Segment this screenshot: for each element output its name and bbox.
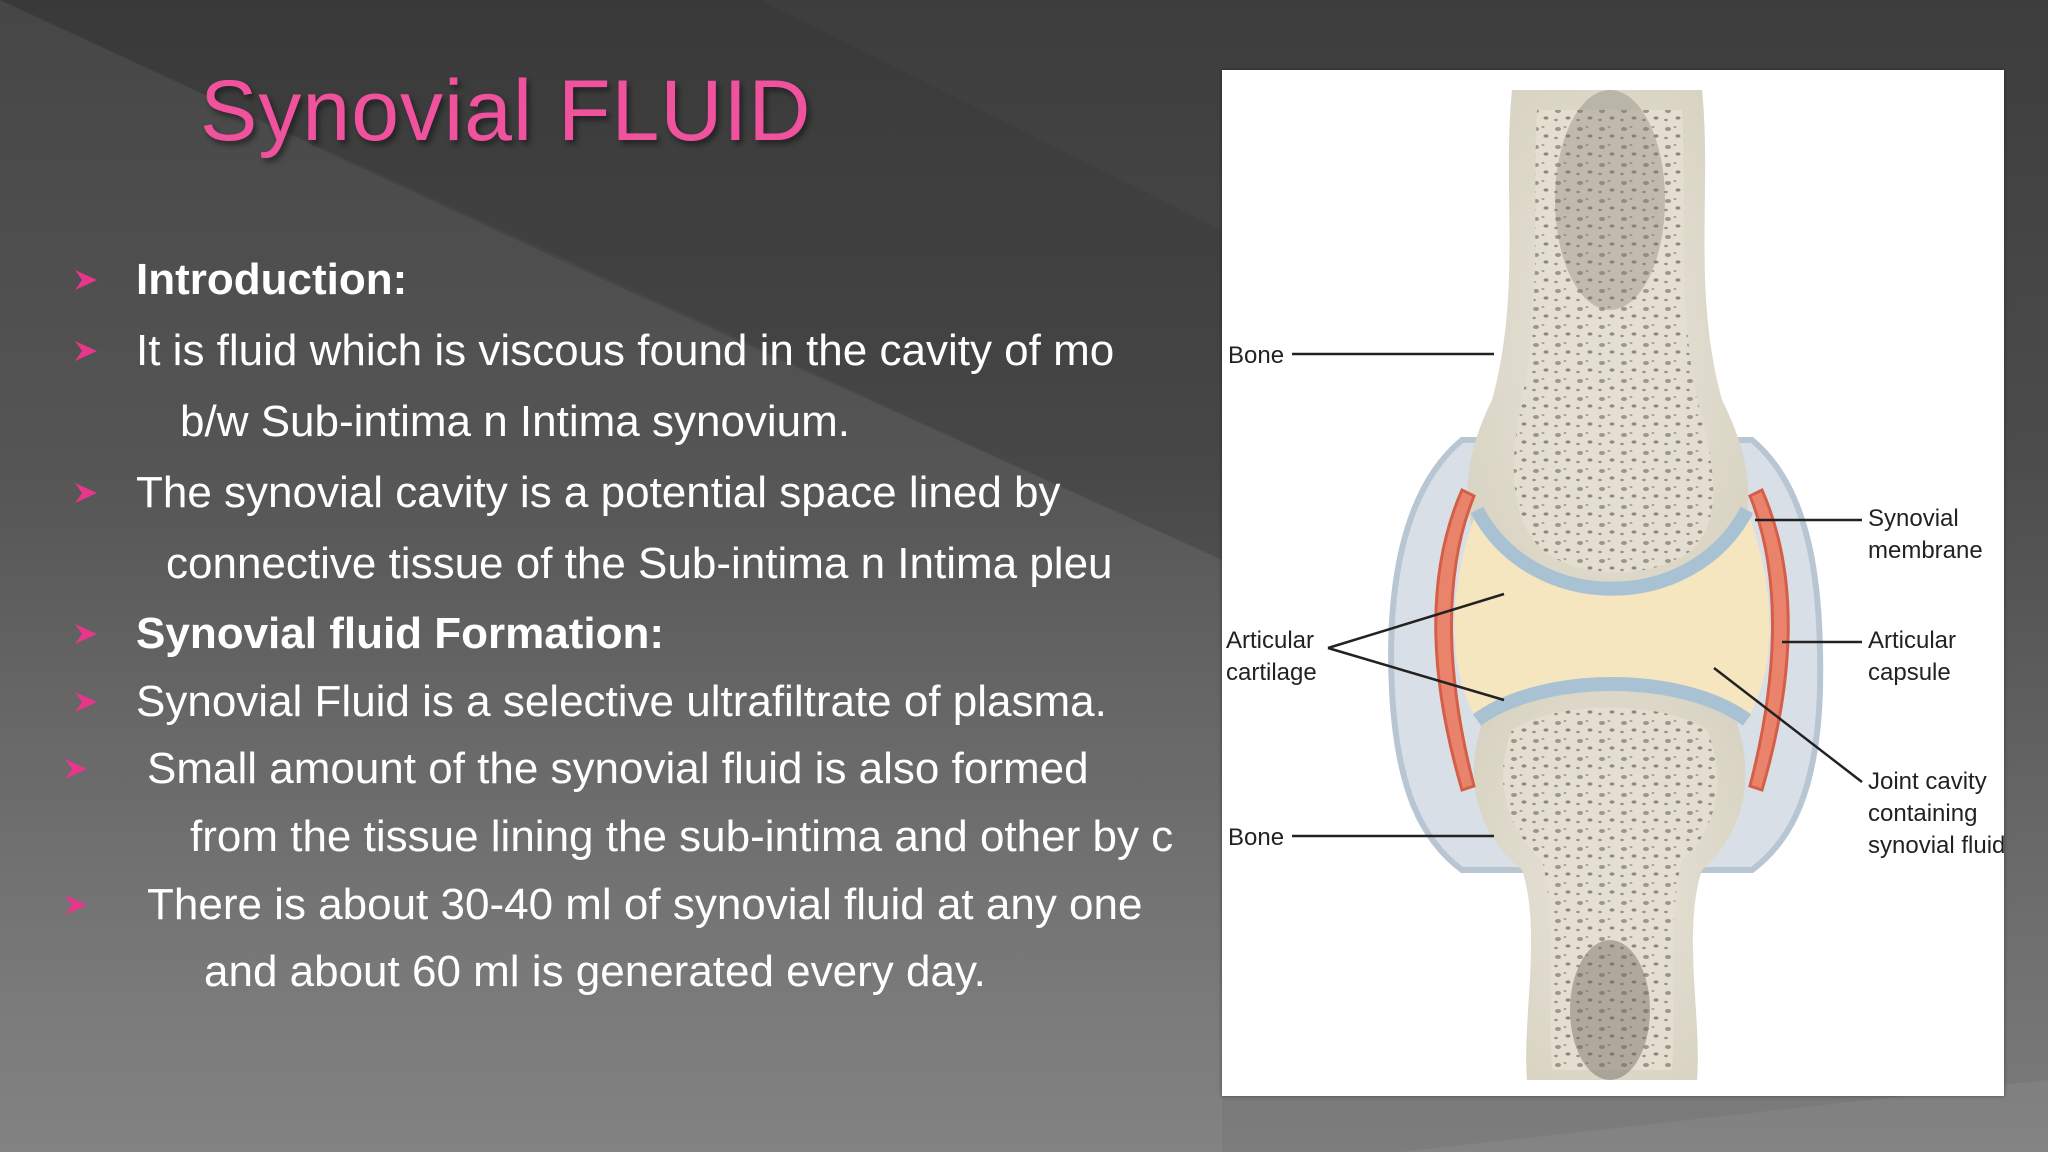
arrowhead-bullet-icon: [65, 895, 87, 915]
bullet-item: Small amount of the synovial fluid is al…: [147, 744, 1089, 793]
label-synovial-membrane-2: membrane: [1868, 537, 1983, 564]
label-bone-top: Bone: [1228, 342, 1285, 369]
slide-title: Synovial FLUID: [200, 63, 812, 159]
bullet-item: Synovial Fluid is a selective ultrafiltr…: [136, 677, 1107, 726]
label-synovial-membrane-1: Synovial: [1868, 505, 1959, 532]
bullet-item: Synovial fluid Formation:: [136, 609, 665, 658]
arrowhead-bullet-icon: [75, 341, 97, 361]
arrowhead-bullet-icon: [75, 270, 97, 290]
label-articular-capsule-1: Articular: [1868, 627, 1957, 654]
bullet-item-continuation: b/w Sub-intima n Intima synovium.: [180, 397, 851, 446]
bullet-item: There is about 30-40 ml of synovial flui…: [147, 880, 1143, 929]
label-joint-cavity-2: containing: [1868, 800, 1978, 827]
label-joint-cavity-1: Joint cavity: [1868, 768, 1987, 795]
joint-illustration: [1292, 90, 1863, 1080]
bullet-item-continuation: connective tissue of the Sub-intima n In…: [166, 539, 1113, 588]
arrowhead-bullet-icon: [75, 483, 97, 503]
label-joint-cavity-3: synovial fluid: [1868, 832, 2006, 859]
bullet-item: It is fluid which is viscous found in th…: [136, 326, 1115, 375]
bullet-item-continuation: and about 60 ml is generated every day.: [204, 947, 986, 996]
label-bone-bottom: Bone: [1228, 824, 1285, 851]
bullet-item-continuation: from the tissue lining the sub-intima an…: [190, 812, 1174, 861]
label-articular-capsule-2: capsule: [1868, 659, 1951, 686]
bullet-item: Introduction:: [136, 255, 408, 304]
label-articular-cartilage-2: cartilage: [1226, 659, 1317, 686]
label-articular-cartilage-1: Articular: [1226, 627, 1315, 654]
arrowhead-bullet-icon: [65, 759, 87, 779]
bullet-list: Introduction: It is fluid which is viscou…: [65, 255, 1174, 996]
bullet-item: The synovial cavity is a potential space…: [136, 468, 1061, 517]
arrowhead-bullet-icon: [75, 692, 97, 712]
arrowhead-bullet-icon: [75, 624, 97, 644]
synovial-joint-diagram: Bone Bone Synovial membrane Articular ca…: [1222, 70, 2006, 1096]
